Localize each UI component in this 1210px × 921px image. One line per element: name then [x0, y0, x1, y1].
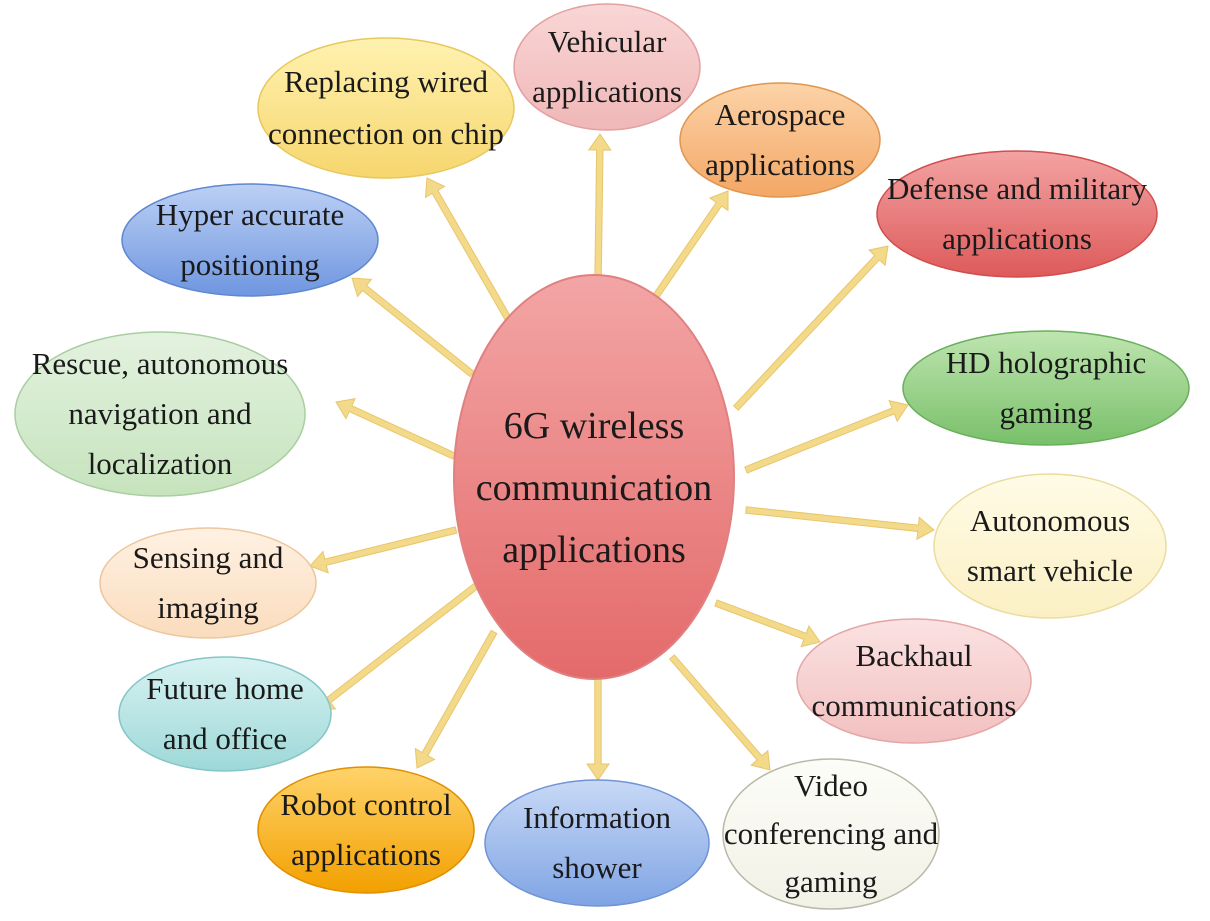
node-ellipse-aerospace-applications	[679, 82, 881, 198]
node-hyper-accurate-positioning: Hyper accurate positioning	[121, 183, 379, 297]
arrow-to-sensing-imaging	[309, 526, 458, 574]
node-autonomous-smart-vehicle: Autonomous smart vehicle	[933, 473, 1167, 619]
node-ellipse-hyper-accurate-positioning	[121, 183, 379, 297]
node-label-hd-holographic-gaming-line-1: HD holographic	[946, 345, 1147, 380]
center-label-line-3: applications	[502, 529, 686, 571]
node-label-robot-control-applications-line-2: applications	[291, 837, 441, 872]
node-label-future-home-office-line-1: Future home	[146, 671, 304, 706]
node-ellipse-vehicular-applications	[513, 3, 701, 131]
arrow-to-defense-military-applications	[732, 245, 889, 411]
arrow-to-future-home-office	[315, 582, 479, 711]
node-label-rescue-navigation-localization-line-1: Rescue, autonomous	[32, 346, 289, 381]
node-ellipse-rescue-navigation-localization	[14, 331, 306, 497]
node-rescue-navigation-localization: Rescue, autonomous navigation and localiza…	[14, 331, 306, 497]
node-ellipse-autonomous-smart-vehicle	[933, 473, 1167, 619]
arrow-to-autonomous-smart-vehicle	[745, 506, 935, 541]
arrow-to-robot-control-applications	[414, 629, 498, 769]
node-label-vehicular-applications-line-2: applications	[532, 74, 682, 109]
node-label-information-shower-line-1: Information	[523, 800, 672, 835]
node-label-information-shower-line-2: shower	[552, 850, 642, 885]
arrow-to-backhaul-communications	[714, 599, 821, 648]
node-label-video-conferencing-gaming-line-2: conferencing and	[724, 816, 939, 851]
node-vehicular-applications: Vehicular applications	[513, 3, 701, 131]
node-label-sensing-imaging-line-2: imaging	[157, 590, 259, 625]
node-label-vehicular-applications-line-1: Vehicular	[548, 24, 667, 59]
node-sensing-imaging: Sensing and imaging	[99, 527, 317, 639]
arrow-to-hd-holographic-gaming	[744, 400, 909, 474]
node-label-video-conferencing-gaming-line-3: gaming	[785, 864, 878, 899]
arrow-to-vehicular-applications	[587, 133, 612, 284]
node-future-home-office: Future home and office	[118, 656, 332, 772]
node-label-defense-military-applications-line-1: Defense and military	[887, 171, 1147, 206]
node-label-hyper-accurate-positioning-line-2: positioning	[180, 247, 320, 282]
node-ellipse-robot-control-applications	[257, 766, 475, 894]
node-label-rescue-navigation-localization-line-2: navigation and	[68, 396, 252, 431]
arrow-to-information-shower	[586, 678, 610, 781]
node-label-backhaul-communications-line-1: Backhaul	[855, 638, 972, 673]
node-ellipse-video-conferencing-gaming	[722, 758, 940, 910]
arrow-to-aerospace-applications	[652, 190, 729, 299]
node-label-defense-military-applications-line-2: applications	[942, 221, 1092, 256]
arrow-to-rescue-navigation-localization	[335, 398, 456, 460]
node-label-future-home-office-line-2: and office	[163, 721, 287, 756]
node-information-shower: Information shower	[484, 779, 710, 907]
node-label-replacing-wired-connection-line-1: Replacing wired	[284, 64, 489, 99]
center-label-line-1: 6G wireless	[504, 405, 684, 447]
center-ellipse	[453, 274, 735, 680]
arrow-to-replacing-wired-connection	[424, 177, 514, 325]
node-label-rescue-navigation-localization-line-3: localization	[88, 446, 233, 481]
node-label-video-conferencing-gaming-line-1: Video	[794, 768, 868, 803]
node-label-autonomous-smart-vehicle-line-1: Autonomous	[970, 503, 1130, 538]
arrow-to-hyper-accurate-positioning	[351, 277, 475, 378]
node-label-aerospace-applications-line-2: applications	[705, 147, 855, 182]
node-ellipse-information-shower	[484, 779, 710, 907]
node-label-backhaul-communications-line-2: communications	[812, 688, 1017, 723]
node-hd-holographic-gaming: HD holographic gaming	[902, 330, 1190, 446]
node-label-robot-control-applications-line-1: Robot control	[280, 787, 451, 822]
node-label-hyper-accurate-positioning-line-1: Hyper accurate	[156, 197, 344, 232]
node-label-aerospace-applications-line-1: Aerospace	[715, 97, 846, 132]
center-node: 6G wireless communication applications	[453, 274, 735, 680]
node-ellipse-replacing-wired-connection	[257, 37, 515, 179]
center-label-line-2: communication	[476, 467, 712, 509]
node-defense-military-applications: Defense and military applications	[876, 150, 1158, 278]
node-robot-control-applications: Robot control applications	[257, 766, 475, 894]
nodes-layer: Replacing wired connection on chip Vehicul…	[14, 3, 1190, 910]
node-replacing-wired-connection: Replacing wired connection on chip	[257, 37, 515, 179]
node-video-conferencing-gaming: Video conferencing and gaming	[722, 758, 940, 910]
node-ellipse-future-home-office	[118, 656, 332, 772]
node-label-replacing-wired-connection-line-2: connection on chip	[268, 116, 504, 151]
node-backhaul-communications: Backhaul communications	[796, 618, 1032, 744]
arrows-layer	[309, 133, 935, 781]
node-ellipse-sensing-imaging	[99, 527, 317, 639]
arrow-to-video-conferencing-gaming	[668, 654, 771, 771]
node-label-autonomous-smart-vehicle-line-2: smart vehicle	[967, 553, 1133, 588]
node-label-sensing-imaging-line-1: Sensing and	[133, 540, 284, 575]
node-ellipse-backhaul-communications	[796, 618, 1032, 744]
node-ellipse-defense-military-applications	[876, 150, 1158, 278]
node-label-hd-holographic-gaming-line-2: gaming	[1000, 395, 1093, 430]
node-aerospace-applications: Aerospace applications	[679, 82, 881, 198]
node-ellipse-hd-holographic-gaming	[902, 330, 1190, 446]
